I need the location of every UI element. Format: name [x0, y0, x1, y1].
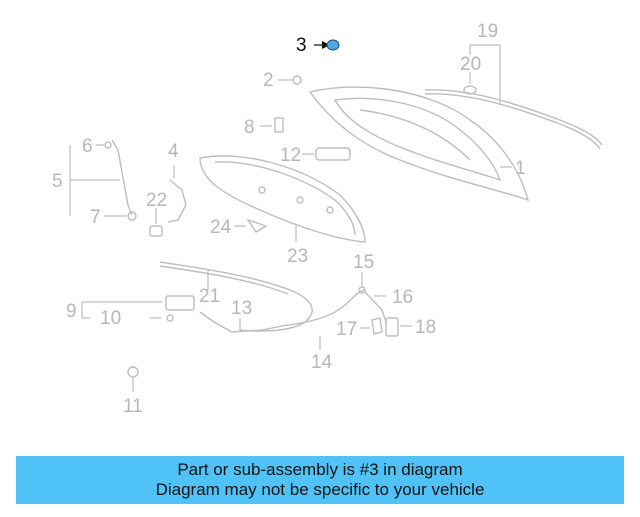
part-3-clip[interactable]: [314, 39, 340, 51]
part-18-retainer[interactable]: [385, 317, 412, 337]
part-1-hood[interactable]: [308, 86, 530, 202]
callout-11[interactable]: 11: [123, 396, 143, 417]
callout-10[interactable]: 10: [100, 308, 122, 329]
callout-22[interactable]: 22: [146, 190, 168, 211]
callout-14[interactable]: 14: [311, 352, 333, 373]
callout-17[interactable]: 17: [336, 319, 358, 340]
callout-9[interactable]: 9: [66, 301, 77, 322]
caption-line-2: Diagram may not be specific to your vehi…: [155, 480, 485, 499]
part-4-hinge[interactable]: [167, 165, 187, 223]
callout-24[interactable]: 24: [210, 217, 232, 238]
caption-banner: Part or sub-assembly is #3 in diagram Di…: [16, 456, 624, 504]
callout-2[interactable]: 2: [263, 70, 274, 91]
part-2-bolt[interactable]: [278, 75, 302, 85]
callout-4[interactable]: 4: [168, 141, 179, 162]
callout-15[interactable]: 15: [353, 252, 375, 273]
callout-12[interactable]: 12: [280, 145, 302, 166]
callout-13[interactable]: 13: [231, 298, 253, 319]
callout-6[interactable]: 6: [82, 136, 93, 157]
part-12-bracket[interactable]: [302, 147, 351, 161]
callout-18[interactable]: 18: [415, 317, 437, 338]
part-21-cable[interactable]: [159, 261, 313, 332]
callout-3[interactable]: 3: [296, 35, 307, 56]
callout-8[interactable]: 8: [244, 117, 255, 138]
part-11-clip[interactable]: [127, 366, 139, 392]
part-20-clip[interactable]: [463, 72, 477, 95]
part-19-weatherstrip[interactable]: [424, 44, 603, 150]
callout-16[interactable]: 16: [392, 287, 414, 308]
part-8-stud[interactable]: [260, 117, 284, 133]
callout-5[interactable]: 5: [52, 171, 63, 192]
part-9-latch[interactable]: [81, 295, 195, 322]
callout-19[interactable]: 19: [477, 21, 499, 42]
callout-7[interactable]: 7: [90, 207, 101, 228]
part-15-handle[interactable]: [358, 272, 387, 323]
callout-21[interactable]: 21: [199, 286, 221, 307]
part-24-clip[interactable]: [234, 218, 268, 233]
caption-line-1: Part or sub-assembly is #3 in diagram: [177, 460, 463, 479]
part-23-inner-panel[interactable]: [199, 155, 366, 243]
callout-23[interactable]: 23: [287, 246, 309, 267]
part-5-strut[interactable]: [69, 139, 137, 221]
callout-1[interactable]: 1: [515, 158, 526, 179]
part-13-cable[interactable]: [199, 311, 283, 333]
part-22-bumper[interactable]: [149, 208, 163, 237]
callout-20[interactable]: 20: [460, 54, 482, 75]
part-17-lever[interactable]: [360, 317, 383, 335]
